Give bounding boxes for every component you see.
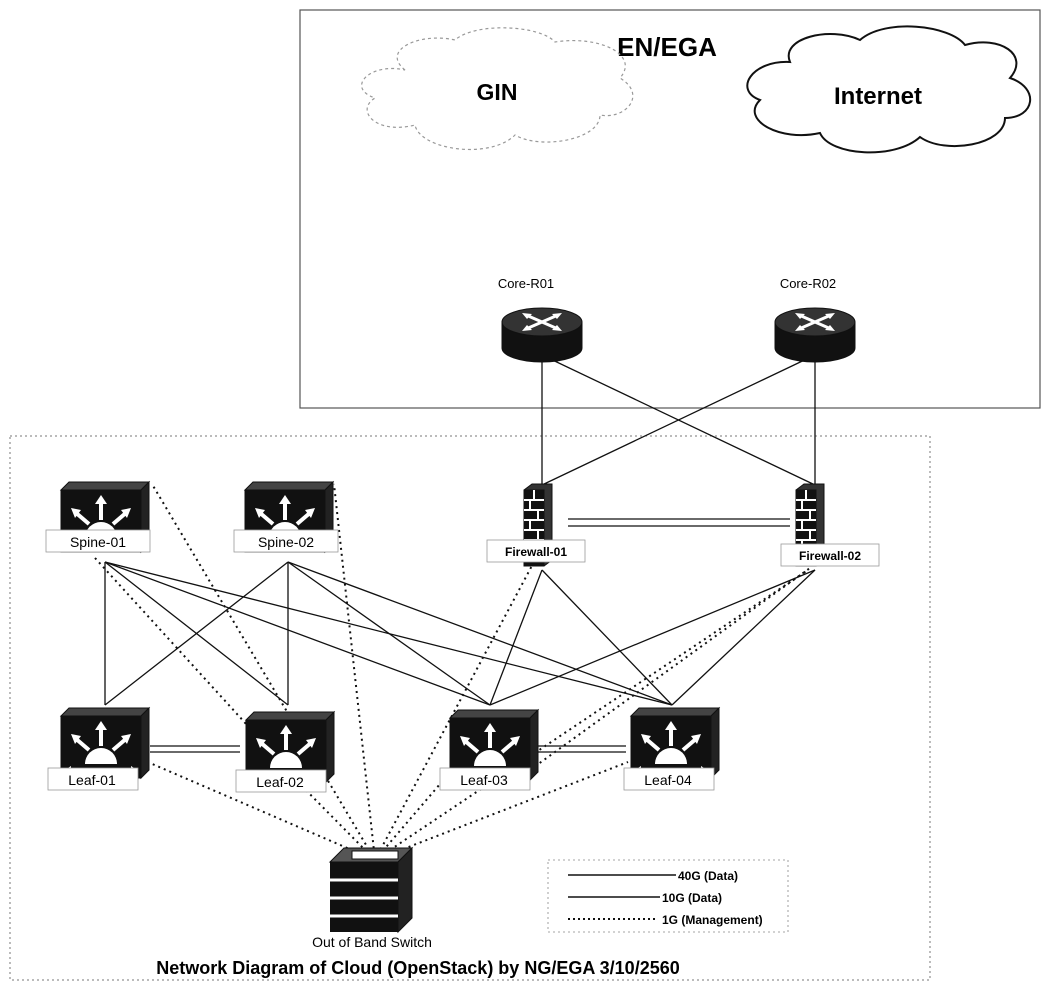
leaf-03-label-box — [439, 767, 531, 791]
firewall-01-label: Firewall-01 — [505, 545, 567, 559]
legend-40g-label: 40G (Data) — [678, 869, 738, 883]
legend-10g-label: 10G (Data) — [662, 891, 722, 905]
diagram-caption: Network Diagram of Cloud (OpenStack) by … — [156, 958, 679, 978]
core-r01-label: Core-R01 — [498, 276, 554, 291]
core-links — [541, 354, 816, 486]
leaf-02-label-box — [235, 769, 327, 793]
zone-title: EN/EGA — [617, 32, 717, 62]
oob-switch-label: Out of Band Switch — [312, 934, 432, 950]
legend-box — [547, 859, 789, 933]
firewall-02-label-box — [780, 543, 880, 567]
en-ega-zone-box — [299, 9, 1041, 409]
gin-cloud-label: GIN — [477, 79, 518, 105]
firewall-01-label-box — [486, 539, 586, 563]
management-links — [94, 483, 811, 861]
legend-1g-label: 1G (Management) — [662, 913, 763, 927]
leaf-03-label: Leaf-03 — [460, 772, 508, 788]
spine-01-label-box — [45, 529, 151, 553]
leaf-01-switch-icon — [59, 706, 151, 780]
data-links — [104, 561, 816, 706]
cloud-zone-box — [9, 435, 931, 981]
gin-cloud-shape — [361, 27, 634, 151]
leaf-04-label: Leaf-04 — [644, 772, 692, 788]
spine-01-label: Spine-01 — [70, 534, 126, 550]
internet-cloud-shape — [746, 25, 1031, 154]
internet-cloud-label: Internet — [834, 83, 922, 110]
firewall-peer-link — [568, 518, 790, 527]
leaf-04-label-box — [623, 767, 715, 791]
firewall-02-label: Firewall-02 — [799, 549, 861, 563]
core-r02-label: Core-R02 — [780, 276, 836, 291]
spine-02-label: Spine-02 — [258, 534, 314, 550]
core-r02-router-icon — [773, 306, 857, 364]
leaf-01-label-box — [47, 767, 139, 791]
leaf-01-label: Leaf-01 — [68, 772, 116, 788]
leaf-peer-links — [150, 745, 626, 753]
core-r01-router-icon — [500, 306, 584, 364]
oob-switch-icon — [328, 846, 414, 934]
spine-02-label-box — [233, 529, 339, 553]
leaf-04-switch-icon — [629, 706, 721, 780]
leaf-02-label: Leaf-02 — [256, 774, 304, 790]
